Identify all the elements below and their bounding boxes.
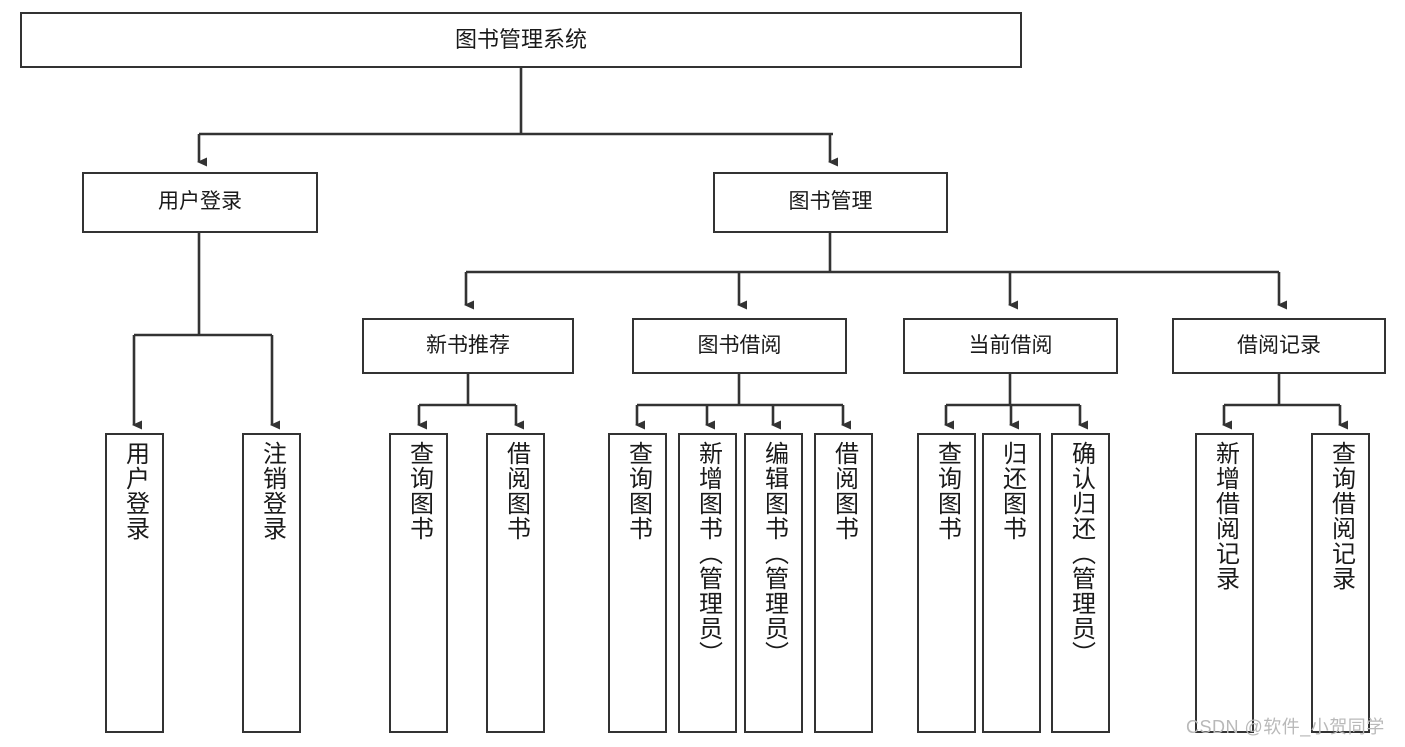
node-leaf-return-book[interactable]: 归还图书 [982, 433, 1041, 733]
node-label: 归还图书 [998, 441, 1026, 541]
node-label: 借阅记录 [1237, 333, 1321, 357]
node-label: 新增图书（管理员） [694, 441, 722, 666]
node-label: 图书管理 [788, 190, 873, 214]
node-borrow-record[interactable]: 借阅记录 [1172, 318, 1386, 374]
node-leaf-user-login[interactable]: 用户登录 [105, 433, 164, 733]
node-leaf-add-book-admin[interactable]: 新增图书（管理员） [678, 433, 737, 733]
node-user-login[interactable]: 用户登录 [82, 172, 318, 233]
node-leaf-edit-book-admin[interactable]: 编辑图书（管理员） [744, 433, 803, 733]
node-label: 借阅图书 [830, 441, 858, 541]
node-leaf-confirm-return-admin[interactable]: 确认归还（管理员） [1051, 433, 1110, 733]
node-leaf-query-book-borrow[interactable]: 查询图书 [608, 433, 667, 733]
node-root-system[interactable]: 图书管理系统 [20, 12, 1022, 68]
node-leaf-query-borrow-record[interactable]: 查询借阅记录 [1311, 433, 1370, 733]
node-label: 查询图书 [933, 441, 961, 541]
node-leaf-query-book-current[interactable]: 查询图书 [917, 433, 976, 733]
node-label: 图书管理系统 [454, 27, 587, 53]
node-label: 查询图书 [624, 441, 652, 541]
node-book-borrow[interactable]: 图书借阅 [632, 318, 847, 374]
node-label: 查询借阅记录 [1327, 441, 1355, 591]
node-label: 用户登录 [158, 190, 242, 214]
node-label: 当前借阅 [968, 333, 1053, 357]
node-label: 用户登录 [121, 441, 149, 541]
node-label: 新书推荐 [426, 333, 510, 357]
node-leaf-borrow-book-recommend[interactable]: 借阅图书 [486, 433, 545, 733]
node-current-borrow[interactable]: 当前借阅 [903, 318, 1118, 374]
node-leaf-borrow-book[interactable]: 借阅图书 [814, 433, 873, 733]
node-label: 确认归还（管理员） [1067, 441, 1095, 666]
node-leaf-logout[interactable]: 注销登录 [242, 433, 301, 733]
node-label: 查询图书 [405, 441, 433, 541]
node-book-management[interactable]: 图书管理 [713, 172, 948, 233]
node-label: 借阅图书 [502, 441, 530, 541]
node-new-book-recommend[interactable]: 新书推荐 [362, 318, 574, 374]
node-label: 图书借阅 [697, 333, 782, 357]
watermark-text: CSDN @软件_小贺同学 [1186, 717, 1385, 737]
node-leaf-add-borrow-record[interactable]: 新增借阅记录 [1195, 433, 1254, 733]
node-label: 新增借阅记录 [1211, 441, 1239, 591]
node-leaf-query-book-recommend[interactable]: 查询图书 [389, 433, 448, 733]
node-label: 注销登录 [258, 441, 286, 541]
node-label: 编辑图书（管理员） [760, 441, 788, 666]
